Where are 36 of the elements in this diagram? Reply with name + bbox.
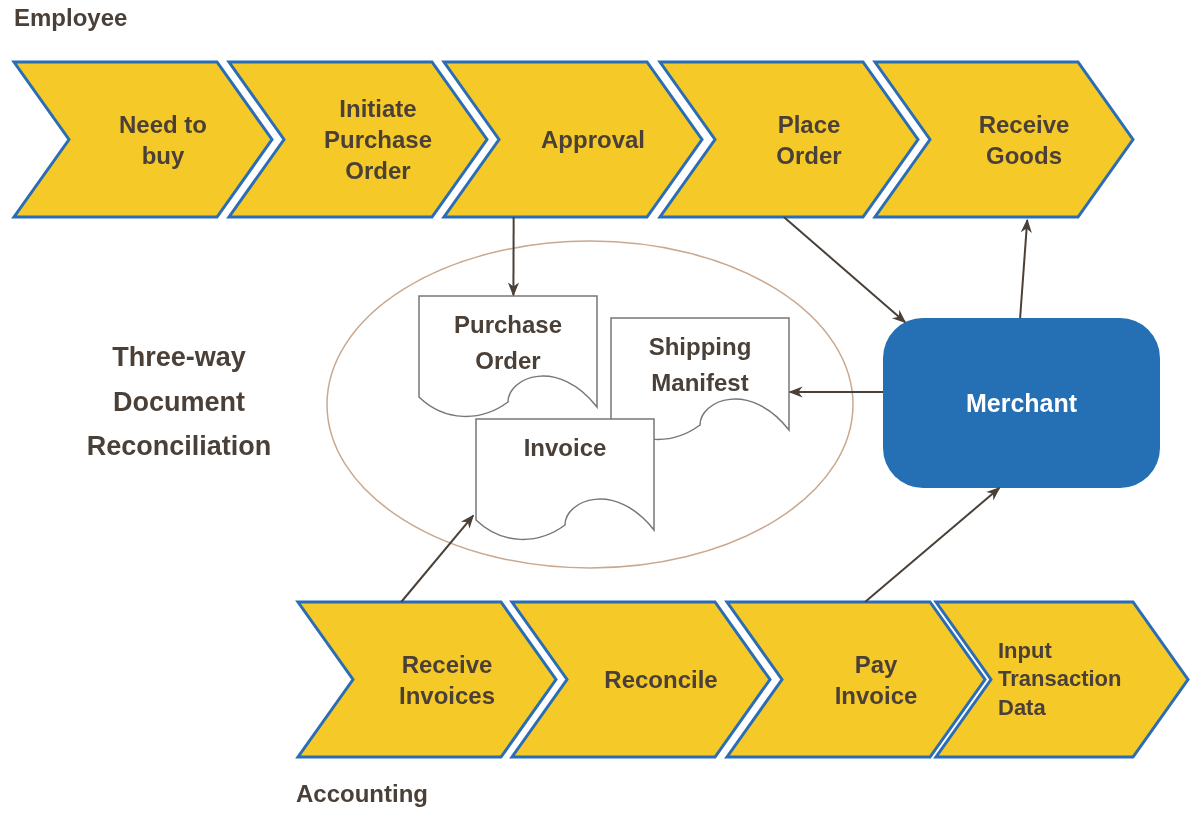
arrow xyxy=(507,216,520,297)
lane-label: Employee xyxy=(14,4,128,32)
arrow xyxy=(782,216,907,324)
node-label: Merchant xyxy=(964,387,1079,419)
node-label: Reconcile xyxy=(603,664,719,695)
arrow xyxy=(864,487,1001,603)
node-label: Purchase Order xyxy=(452,310,564,376)
reconciliation-ellipse xyxy=(326,240,854,569)
document-shape xyxy=(610,317,790,440)
arrow xyxy=(1019,218,1032,319)
node-label: Approval xyxy=(540,124,646,155)
process-step xyxy=(660,62,918,217)
process-step xyxy=(444,62,702,217)
node-label: Shipping Manifest xyxy=(647,332,753,398)
node-label: Invoice xyxy=(522,433,608,463)
node-label: Receive Invoices xyxy=(397,649,496,711)
node-label: Pay Invoice xyxy=(833,649,919,711)
lane-label: Accounting xyxy=(296,780,428,808)
process-step xyxy=(875,62,1133,217)
node-label: Need to buy xyxy=(118,109,208,171)
process-step xyxy=(727,602,985,757)
node-label: Place Order xyxy=(775,109,843,171)
process-step xyxy=(298,602,556,757)
process-step xyxy=(936,602,1188,757)
reconciliation-caption: Three-way Document Reconciliation xyxy=(85,341,273,464)
node-label: Receive Goods xyxy=(977,109,1071,171)
document-shape xyxy=(475,418,655,540)
process-step xyxy=(512,602,770,757)
process-step xyxy=(14,62,272,217)
merchant-box xyxy=(883,318,1160,488)
process-step xyxy=(229,62,487,217)
node-label: Initiate Purchase Order xyxy=(322,93,434,187)
arrow xyxy=(400,514,475,603)
document-shape xyxy=(418,295,598,417)
arrow xyxy=(788,386,884,398)
node-label: Input Transaction Data xyxy=(998,636,1123,722)
